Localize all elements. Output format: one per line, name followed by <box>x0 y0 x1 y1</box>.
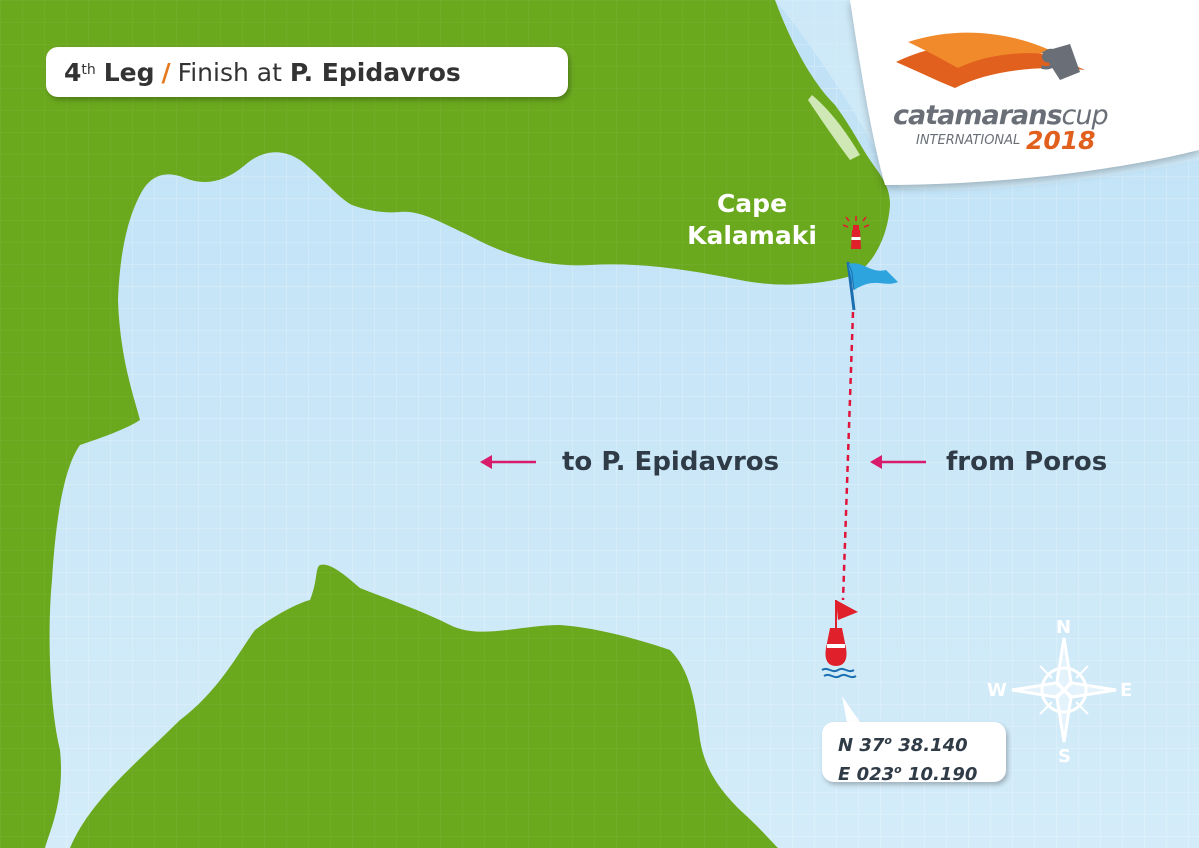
finish-latitude: N 37o 38.140 <box>838 734 968 756</box>
finish-longitude: E 023o 10.190 <box>838 763 978 785</box>
compass-north-label: N <box>1056 617 1072 638</box>
logo-year: 2018 <box>1026 126 1096 155</box>
leg-number: 4 <box>64 57 82 87</box>
leg-word: Leg <box>103 57 155 87</box>
logo-subtitle: INTERNATIONAL <box>916 133 1021 148</box>
title-separator: / <box>161 57 171 87</box>
lighthouse-icon <box>842 216 870 249</box>
finish-prefix: Finish at <box>177 57 282 87</box>
route-line <box>841 311 855 601</box>
start-flag-icon <box>846 261 898 311</box>
route-label-to: to P. Epidavros <box>562 447 780 477</box>
arrow-left-icon <box>480 455 536 469</box>
compass-west-label: W <box>987 680 1007 701</box>
finish-place: P. Epidavros <box>289 57 461 87</box>
arrow-left-icon <box>870 455 926 469</box>
route-label-from: from Poros <box>946 447 1108 477</box>
place-label-cape-kalamaki: Cape Kalamaki <box>687 189 817 250</box>
compass-south-label: S <box>1058 746 1071 767</box>
finish-coordinates: N 37o 38.140 E 023o 10.190 <box>822 722 1006 785</box>
logo-card <box>850 0 1199 185</box>
compass-east-label: E <box>1120 680 1133 701</box>
logo-swoosh-icon <box>896 32 1085 88</box>
logo-name: catamaranscup <box>893 100 1109 131</box>
compass-rose-icon <box>1011 637 1117 743</box>
logo-edition: 9th <box>1040 43 1074 76</box>
leg-number-suffix: th <box>81 62 96 78</box>
finish-buoy-icon <box>821 600 858 679</box>
coords-bubble-tail <box>842 696 864 728</box>
